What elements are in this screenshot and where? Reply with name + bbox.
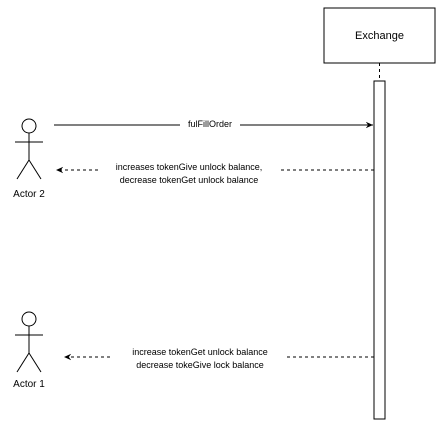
exchange-participant: Exchange (323, 7, 436, 420)
message-return-actor-2: increases tokenGive unlock balance, decr… (56, 159, 374, 186)
message-fulfillorder-label-bg (180, 118, 240, 130)
exchange-header-box (323, 7, 436, 64)
message-return-actor-2-line-2: decrease tokenGet unlock balance (120, 175, 259, 185)
message-return-actor-1-label-bg (113, 344, 287, 371)
message-return-actor-1-line-2: decrease tokeGive lock balance (136, 360, 264, 370)
actor-1: Actor 1 (13, 311, 45, 390)
message-fulfillorder-label: fulFillOrder (188, 119, 232, 129)
message-return-actor-2-label-bg (98, 159, 280, 186)
message-return-actor-2-line-1: increases tokenGive unlock balance, (116, 162, 263, 172)
message-return-actor-1-line-1: increase tokenGet unlock balance (132, 347, 268, 357)
actor-2-label: Actor 2 (13, 189, 45, 200)
exchange-header-label: Exchange (355, 30, 404, 42)
actor-1-label: Actor 1 (13, 379, 45, 390)
message-return-actor-1: increase tokenGet unlock balance decreas… (64, 344, 374, 371)
exchange-activation-bar (373, 80, 386, 420)
actor-2-figure (15, 118, 43, 180)
actor-2: Actor 2 (13, 118, 45, 200)
actor-1-figure (15, 311, 43, 373)
message-fulfillorder: fulFillOrder (54, 118, 373, 130)
